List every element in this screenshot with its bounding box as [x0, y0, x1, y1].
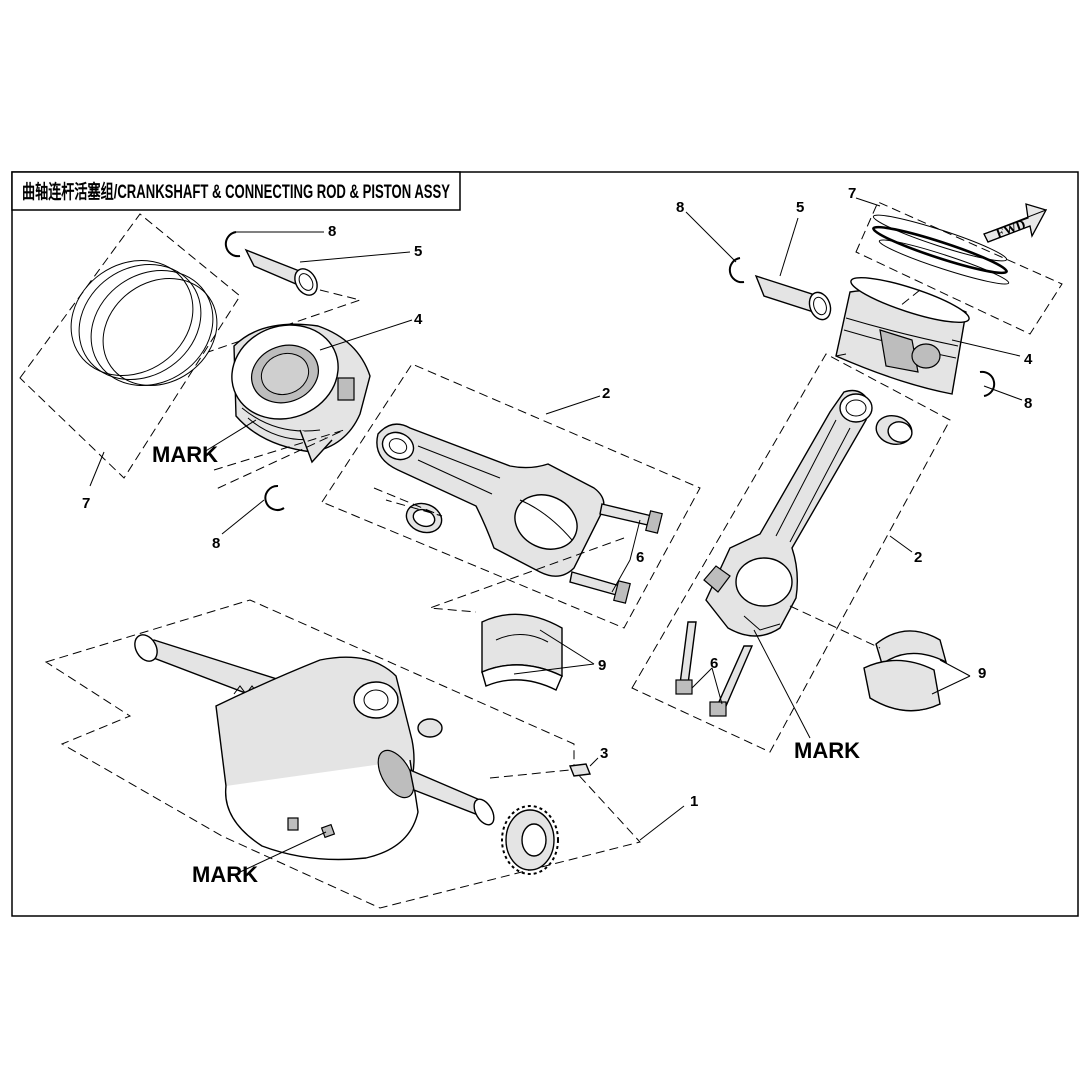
piston-rings-right [872, 214, 1010, 285]
mark-label-crankshaft: MARK [192, 862, 258, 887]
callout-9-left: 9 [598, 657, 606, 674]
crankshaft [134, 634, 495, 861]
title-box [11, 171, 461, 211]
callout-8-right-bottom: 8 [1024, 395, 1032, 412]
mark-label-piston-left: MARK [152, 442, 218, 467]
conrod-bolts-left [569, 503, 663, 604]
callout-6-left: 6 [636, 549, 644, 566]
piston-ring-group-outline [19, 213, 241, 479]
piston-right [835, 276, 970, 395]
circlip-right-top [728, 257, 745, 284]
leader-lines [89, 197, 1023, 873]
fwd-arrow-icon: FWD [983, 203, 1048, 243]
circlip-right-bottom [979, 370, 996, 397]
connecting-rod-left [376, 423, 605, 577]
fwd-label: FWD [994, 216, 1028, 240]
circlip-left-top [224, 231, 241, 258]
diagram-frame [11, 171, 1079, 917]
piston-pin-right [754, 274, 832, 321]
callout-9-right: 9 [978, 665, 986, 682]
callout-7-right: 7 [848, 185, 856, 202]
callout-5-right: 5 [796, 199, 804, 216]
conrod-group-outline-right [631, 353, 951, 753]
diagram-title: 曲轴连杆活塞组/CRANKSHAFT & CONNECTING ROD & PI… [22, 180, 450, 203]
callout-6-right: 6 [710, 655, 718, 672]
callout-8-left-bottom: 8 [212, 535, 220, 552]
callout-4-left: 4 [414, 311, 423, 328]
callout-7-left: 7 [82, 495, 90, 512]
crank-sprocket [501, 805, 559, 875]
callout-2-right: 2 [914, 549, 922, 566]
small-end-bushing-left [405, 502, 443, 534]
piston-pin-left [244, 248, 318, 296]
callout-2-left: 2 [602, 385, 610, 402]
mark-label-conrod-right: MARK [794, 738, 860, 763]
conrod-bolts-right [675, 621, 754, 717]
connecting-rod-right [703, 389, 873, 637]
callout-8-left-top: 8 [328, 223, 336, 240]
bearing-shells-right [863, 630, 948, 712]
piston-ring-group-outline-right [855, 201, 1063, 335]
callout-numbers: 8 5 4 7 8 2 6 9 3 1 8 5 7 4 8 2 6 9 [82, 185, 1033, 810]
woodruff-key [569, 763, 591, 777]
callout-4-right: 4 [1024, 351, 1033, 368]
callout-3: 3 [600, 745, 608, 762]
callout-1: 1 [690, 793, 698, 810]
bearing-shells-left [481, 613, 563, 691]
callout-8-right-top: 8 [676, 199, 684, 216]
callout-5-left: 5 [414, 243, 422, 260]
piston-rings-left [70, 260, 218, 386]
piston-left [231, 323, 371, 464]
small-end-bushing-right [875, 414, 913, 446]
conrod-group-outline-left [321, 363, 701, 629]
circlip-left-bottom [264, 484, 285, 511]
